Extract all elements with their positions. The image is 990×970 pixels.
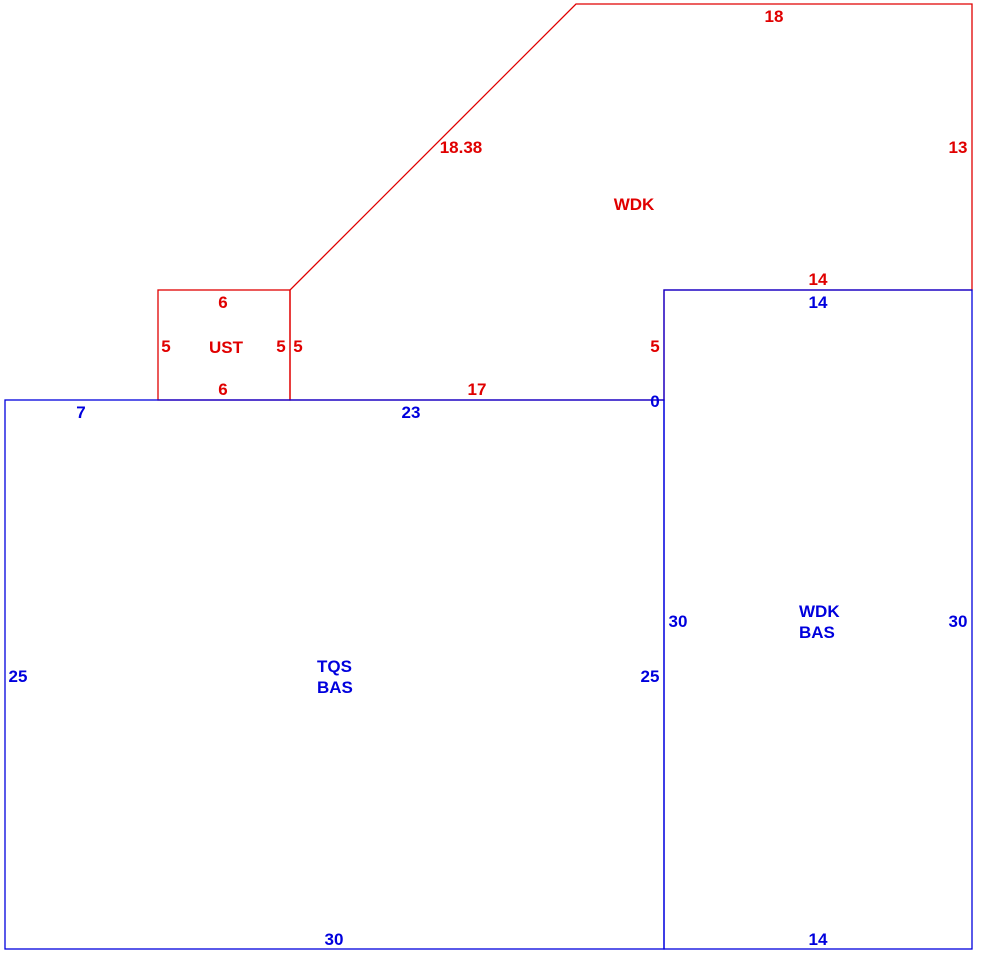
tqs-bas-dim-top-left: 7 [76,403,85,422]
wdk-bas-area-outline[interactable] [663,289,973,950]
wdk-dim-inner-left: 5 [650,337,659,356]
wdk-dim-top: 18 [765,7,784,26]
ust-dim-bottom: 6 [218,380,227,399]
wdk-dim-inner-bottom: 0 [650,392,659,411]
wdk-dim-bottom: 17 [468,380,487,399]
wdk-dim-diagonal: 18.38 [440,138,483,157]
tqs-bas-area-label-line1: TQS [317,657,352,676]
wdk-bas-area-label-line1: WDK [799,602,840,621]
wdk-dim-left: 5 [293,337,302,356]
ust-dim-left: 5 [161,337,170,356]
wdk-bas-dim-right: 30 [949,612,968,631]
tqs-bas-dim-right: 25 [641,667,660,686]
tqs-bas-dim-top: 23 [402,403,421,422]
wdk-area-label: WDK [614,195,655,214]
tqs-bas-dim-bottom: 30 [325,930,344,949]
wdk-bas-dim-bottom: 14 [809,930,828,949]
wdk-bas-dim-top: 14 [809,293,828,312]
ust-dim-top: 6 [218,293,227,312]
wdk-bas-area-label-line2: BAS [799,623,835,642]
wdk-bas-dim-left: 30 [669,612,688,631]
tqs-bas-dim-left: 25 [9,667,28,686]
wdk-dim-right: 13 [949,138,968,157]
ust-dim-right: 5 [276,337,285,356]
tqs-bas-area-label-line2: BAS [317,678,353,697]
ust-area-label: UST [209,338,244,357]
wdk-dim-bottom-right: 14 [809,270,828,289]
